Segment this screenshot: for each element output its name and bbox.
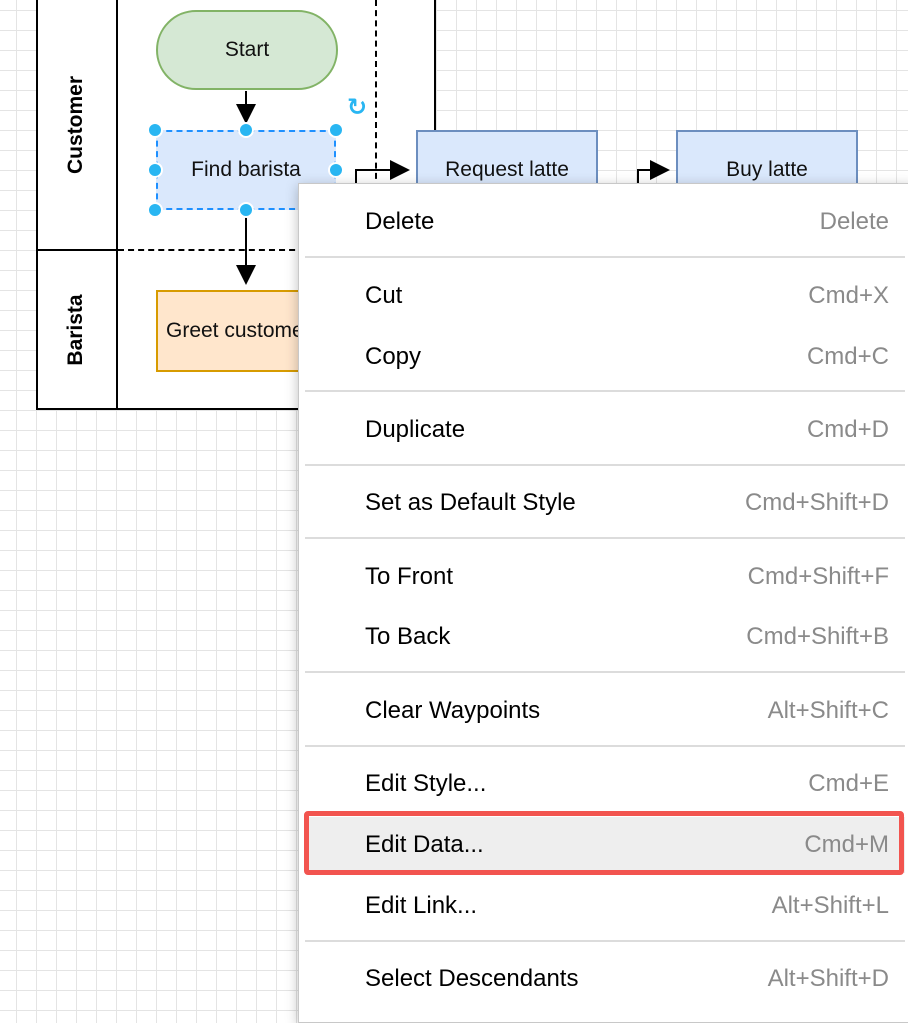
- connectors: [236, 91, 670, 285]
- menu-item-edit-style[interactable]: Edit Style... Cmd+E: [305, 756, 905, 812]
- menu-item-label: Delete: [365, 208, 435, 235]
- menu-item-select-descendants[interactable]: Select Descendants Alt+Shift+D: [305, 951, 905, 1007]
- lane-dashed-divider: [116, 0, 118, 250]
- edge-find-to-request: [355, 160, 410, 184]
- menu-item-shortcut: Cmd+M: [804, 831, 889, 858]
- edge-request-to-buy: [637, 160, 670, 184]
- menu-item-shortcut: Alt+Shift+L: [771, 892, 889, 919]
- shape-buy-latte-label: Buy latte: [726, 158, 808, 181]
- menu-separator: [305, 671, 905, 673]
- menu-item-label: Edit Style...: [365, 770, 487, 797]
- lane-divider: [36, 249, 118, 251]
- annotation-highlight-box: [304, 811, 904, 875]
- resize-handle[interactable]: [328, 122, 344, 138]
- menu-item-shortcut: Cmd+C: [806, 343, 889, 370]
- menu-item-label: To Back: [365, 623, 451, 650]
- menu-separator: [305, 537, 905, 539]
- lane-dashed-divider: [118, 249, 436, 251]
- menu-item-clear-waypoints[interactable]: Clear Waypoints Alt+Shift+C: [305, 683, 905, 739]
- menu-item-label: To Front: [365, 563, 454, 590]
- menu-item-label: Edit Data...: [365, 831, 484, 858]
- lane-header-barista[interactable]: Barista: [36, 251, 118, 409]
- menu-item-set-default-style[interactable]: Set as Default Style Cmd+Shift+D: [305, 475, 905, 531]
- menu-item-to-back[interactable]: To Back Cmd+Shift+B: [305, 609, 905, 665]
- menu-separator: [305, 940, 905, 942]
- menu-item-shortcut: Cmd+Shift+F: [747, 563, 889, 590]
- menu-item-shortcut: Cmd+Shift+B: [746, 623, 889, 650]
- resize-handle[interactable]: [328, 162, 344, 178]
- menu-item-cut[interactable]: Cut Cmd+X: [305, 268, 905, 324]
- menu-item-label: Set as Default Style: [365, 489, 576, 516]
- menu-item-shortcut: Alt+Shift+D: [767, 965, 889, 992]
- menu-item-label: Cut: [365, 282, 403, 309]
- menu-separator: [305, 745, 905, 747]
- rotate-handle-icon[interactable]: ↻: [347, 94, 368, 121]
- menu-item-duplicate[interactable]: Duplicate Cmd+D: [305, 402, 905, 458]
- resize-handle[interactable]: [238, 202, 254, 218]
- menu-item-to-front[interactable]: To Front Cmd+Shift+F: [305, 549, 905, 605]
- shape-start-label: Start: [224, 38, 270, 61]
- resize-handle[interactable]: [147, 202, 163, 218]
- menu-item-edit-link[interactable]: Edit Link... Alt+Shift+L: [305, 878, 905, 934]
- menu-item-label: Duplicate: [365, 416, 466, 443]
- menu-item-delete[interactable]: Delete Delete: [305, 194, 905, 250]
- menu-separator: [305, 390, 905, 392]
- lane-dashed-divider: [375, 0, 377, 250]
- menu-item-label: Edit Link...: [365, 892, 478, 919]
- menu-item-shortcut: Cmd+D: [806, 416, 889, 443]
- resize-handle[interactable]: [147, 122, 163, 138]
- shape-request-latte-label: Request latte: [445, 158, 569, 181]
- menu-separator: [305, 464, 905, 466]
- menu-separator: [305, 256, 905, 258]
- resize-handle[interactable]: [238, 122, 254, 138]
- menu-item-label: Copy: [365, 343, 422, 370]
- menu-item-shortcut: Alt+Shift+C: [767, 697, 889, 724]
- menu-item-shortcut: Cmd+E: [808, 770, 889, 797]
- menu-item-label: Clear Waypoints: [365, 697, 541, 724]
- menu-item-edit-data[interactable]: Edit Data... Cmd+M: [305, 817, 905, 873]
- menu-item-copy[interactable]: Copy Cmd+C: [305, 329, 905, 385]
- menu-item-shortcut: Cmd+X: [808, 282, 889, 309]
- resize-handle[interactable]: [147, 162, 163, 178]
- shape-greet-customer-label: Greet customer: [166, 319, 311, 342]
- menu-item-shortcut: Cmd+Shift+D: [744, 489, 889, 516]
- menu-item-label: Select Descendants: [365, 965, 579, 992]
- context-menu: Delete Delete Cut Cmd+X Copy Cmd+C Dupli…: [298, 183, 908, 1023]
- menu-item-shortcut: Delete: [819, 208, 889, 235]
- shape-find-barista-label: Find barista: [191, 158, 301, 181]
- shape-start[interactable]: Start: [156, 10, 338, 90]
